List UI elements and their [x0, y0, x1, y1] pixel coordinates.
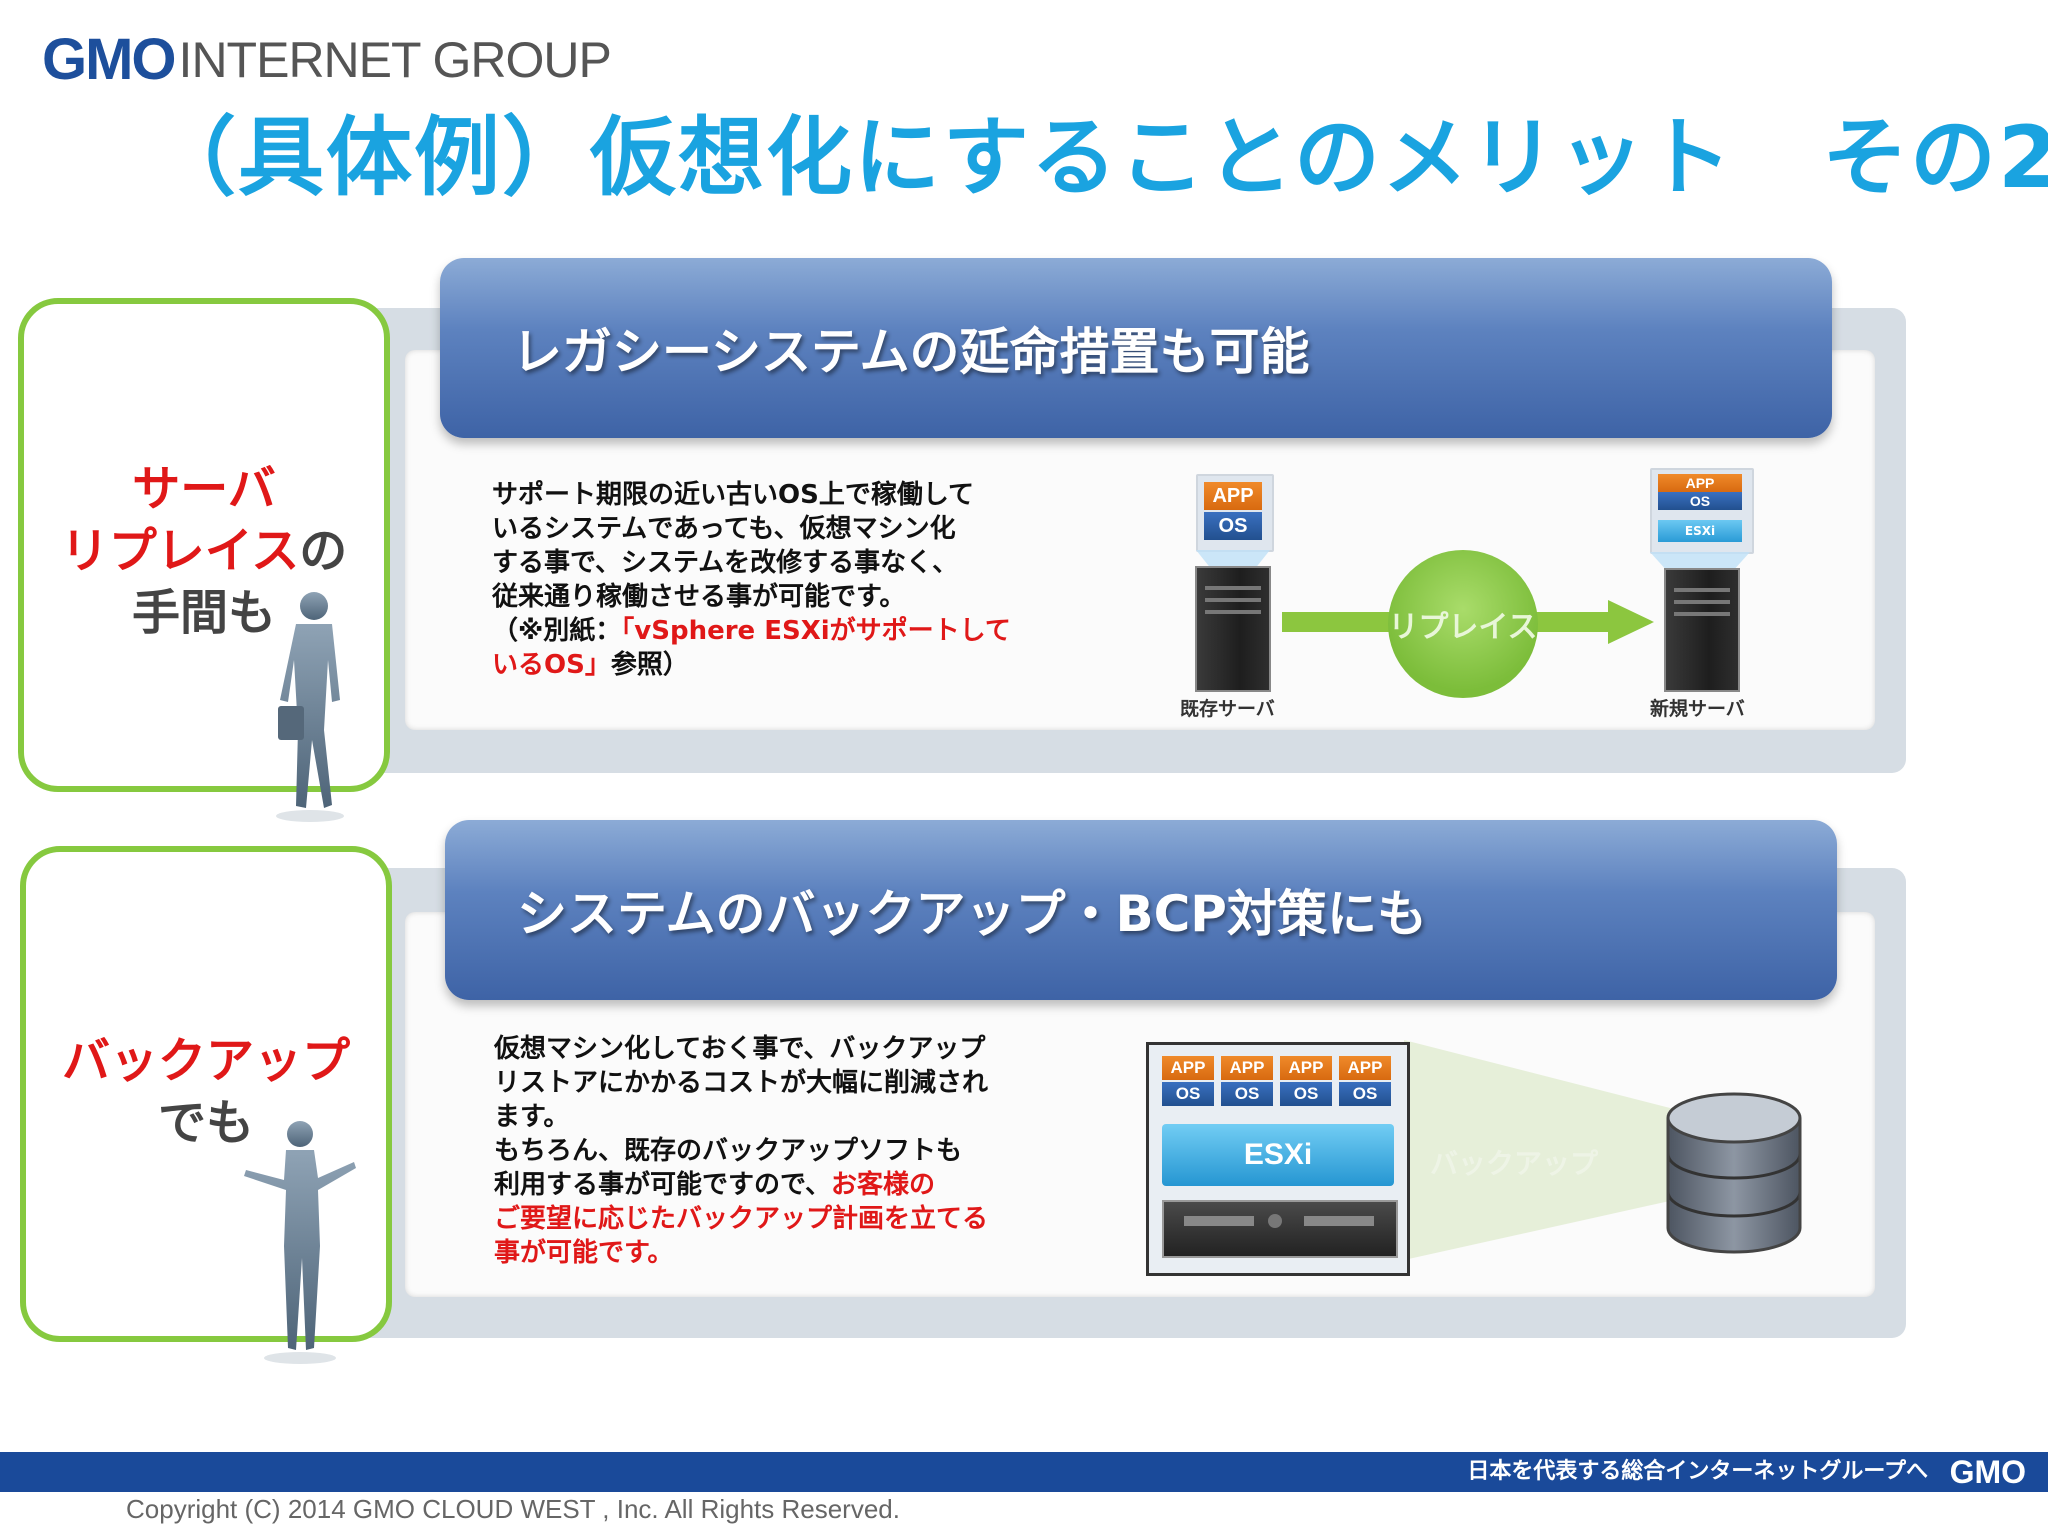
footer-slogan: 日本を代表する総合インターネットグループへ — [1467, 1459, 1928, 1484]
backup-beam-label: バックアップ — [1430, 1147, 1599, 1180]
businesswoman-silhouette-icon — [244, 1121, 356, 1364]
hardware-layer — [1162, 1200, 1398, 1258]
section2-desc-line: ます。 — [494, 1102, 570, 1132]
backup-beam-icon — [1404, 1040, 1764, 1260]
vm1-app: APP — [1162, 1056, 1214, 1080]
side-label-demo: でも — [157, 1095, 254, 1151]
logo-mark: GMO — [42, 27, 177, 92]
section2-desc-line: 利用する事が可能ですので、お客様の — [494, 1170, 935, 1200]
vm-group: APP OS APP OS APP OS APP OS — [1160, 1054, 1396, 1110]
copyright-notice: Copyright (C) 2014 GMO CLOUD WEST , Inc.… — [126, 1494, 900, 1524]
section2-banner-text: システムのバックアップ・BCP対策にも — [517, 885, 1427, 943]
vm4-os: OS — [1339, 1082, 1391, 1106]
new-server-caption: 新規サーバ — [1650, 698, 1745, 720]
section2-side-box: バックアップ でも — [20, 846, 392, 1342]
reference-highlight: いるOS」 — [492, 650, 611, 680]
side-label-effort: 手間も — [131, 585, 276, 641]
section1-desc-line: いるシステムであっても、仮想マシン化 — [492, 514, 956, 544]
old-os-block: OS — [1204, 512, 1262, 540]
reference-highlight: 「vSphere ESXiがサポートして — [621, 616, 1011, 646]
gmo-logo: GMO INTERNET GROUP — [42, 27, 612, 92]
old-server-icon — [1195, 566, 1271, 692]
section2-banner: システムのバックアップ・BCP対策にも — [445, 820, 1837, 1000]
logo-text: INTERNET GROUP — [178, 32, 612, 88]
storage-disk-icon — [1666, 1092, 1802, 1254]
section1-desc-line: 従来通り稼働させる事が可能です。 — [492, 582, 906, 612]
new-beam-icon — [1650, 552, 1750, 572]
side-label-replace-line: リプレイスの — [24, 520, 384, 582]
vm3-os: OS — [1280, 1082, 1332, 1106]
new-server-icon — [1664, 568, 1740, 692]
vm3-app: APP — [1280, 1056, 1332, 1080]
businessman-silhouette-icon — [276, 592, 344, 822]
side-label-backup: バックアップ — [61, 1033, 350, 1089]
section1-side-box: サーバ リプレイスの 手間も — [18, 298, 390, 792]
section2-desc-line: 仮想マシン化しておく事で、バックアップ — [494, 1034, 986, 1064]
section1-desc-line: する事で、システムを改修する事なく、 — [492, 548, 959, 578]
plan-highlight: お客様の — [830, 1170, 935, 1200]
vm2-app: APP — [1221, 1056, 1273, 1080]
page-title: （具体例）仮想化にすることのメリット その2 — [150, 108, 2048, 208]
side-label-no: の — [299, 523, 348, 579]
new-app-block: APP — [1658, 474, 1742, 492]
plan-highlight: ご要望に応じたバックアップ計画を立てる — [494, 1204, 989, 1234]
side-label-server: サーバ — [132, 461, 276, 517]
replace-label: リプレイス — [1388, 610, 1538, 645]
esxi-layer: ESXi — [1162, 1124, 1394, 1186]
footer-bar: 日本を代表する総合インターネットグループへ GMO — [0, 1452, 2048, 1492]
section1-desc-line: （※別紙：「vSphere ESXiがサポートして — [492, 616, 1011, 646]
new-esxi-block: ESXi — [1658, 520, 1742, 542]
section1-banner: レガシーシステムの延命措置も可能 — [440, 258, 1832, 438]
section1-description: サポート期限の近い古いOS上で稼働して いるシステムであっても、仮想マシン化 す… — [492, 478, 1011, 682]
plan-highlight: 事が可能です。 — [494, 1238, 674, 1268]
vm4-app: APP — [1339, 1056, 1391, 1080]
vm1-os: OS — [1162, 1082, 1214, 1106]
section2-description: 仮想マシン化しておく事で、バックアップ リストアにかかるコストが大幅に削減され … — [494, 1032, 988, 1270]
section1-desc-line: いるOS」参照） — [492, 650, 689, 680]
vm2-os: OS — [1221, 1082, 1273, 1106]
section2-desc-line: もちろん、既存のバックアップソフトも — [494, 1136, 963, 1166]
old-server-caption: 既存サーバ — [1180, 698, 1275, 720]
side-label-replace: リプレイス — [60, 523, 300, 579]
old-beam-icon — [1196, 550, 1270, 570]
old-app-block: APP — [1204, 482, 1262, 510]
replace-circle — [1388, 550, 1538, 698]
new-os-block: OS — [1658, 492, 1742, 510]
section2-desc-line: リストアにかかるコストが大幅に削減され — [494, 1068, 989, 1098]
footer-gmo-logo: GMO — [1949, 1454, 2026, 1490]
section1-banner-text: レガシーシステムの延命措置も可能 — [512, 323, 1310, 381]
section1-desc-line: サポート期限の近い古いOS上で稼働して — [492, 480, 975, 510]
